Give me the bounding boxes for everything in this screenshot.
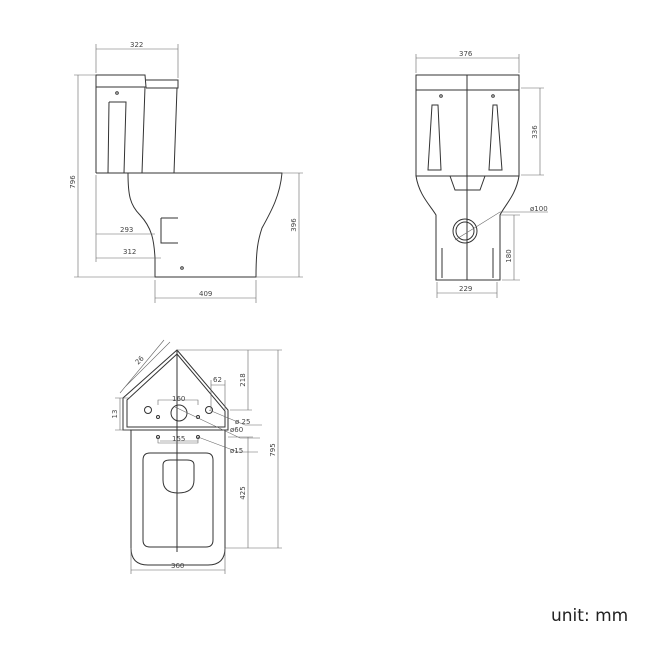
dim-396: 396 [290, 218, 298, 232]
dim-336: 336 [531, 125, 539, 139]
dim-360: 360 [171, 562, 184, 570]
dim-dia-25: ø 25 [235, 418, 250, 426]
dim-376: 376 [459, 50, 473, 58]
dim-409: 409 [199, 290, 212, 298]
dim-180: 180 [505, 249, 513, 262]
dim-293: 293 [120, 226, 133, 234]
dim-dia-15: ø15 [230, 447, 243, 455]
side-view: 322 796 293 312 409 396 [69, 41, 303, 303]
dim-796: 796 [69, 175, 77, 189]
dim-dia-100: ø100 [530, 205, 548, 213]
dim-62: 62 [213, 376, 222, 384]
front-view: 376 336 ø100 180 229 [415, 50, 548, 298]
dim-13: 13 [111, 410, 119, 419]
dim-322: 322 [130, 41, 143, 49]
unit-label: unit: mm [551, 606, 629, 626]
dim-218: 218 [239, 373, 247, 386]
dim-425: 425 [239, 486, 247, 499]
dim-155: 155 [172, 435, 185, 443]
dim-229: 229 [459, 285, 472, 293]
dim-26: 26 [134, 354, 146, 366]
dim-160: 160 [172, 395, 185, 403]
top-view: 26 62 218 13 160 ø 25 ø60 155 ø15 795 42… [111, 339, 282, 574]
dim-795: 795 [269, 443, 277, 456]
dim-312: 312 [123, 248, 136, 256]
dim-dia-60: ø60 [230, 426, 243, 434]
